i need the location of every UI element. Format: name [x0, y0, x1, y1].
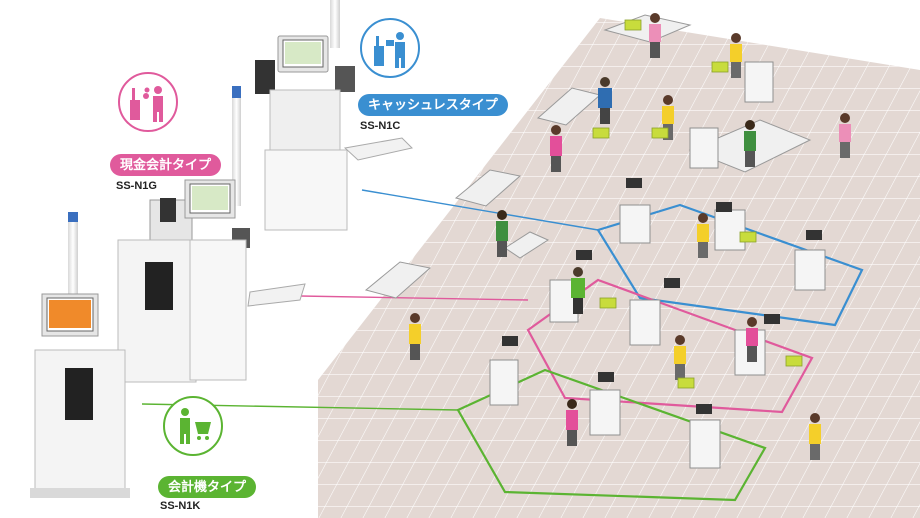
cash-connector [299, 295, 529, 301]
ss-n1g-machine [117, 179, 306, 383]
cash-zone-outline [526, 278, 814, 414]
shoppers [409, 13, 851, 460]
ss-n1c-machine [232, 0, 413, 231]
cashless-type-label: キャッシュレスタイプ [358, 94, 508, 116]
cash-model-code: SS-N1G [116, 180, 157, 192]
kiosk-model-code: SS-N1K [160, 500, 201, 512]
cash-payment-icon [118, 72, 178, 132]
floor-machines [489, 61, 826, 469]
kiosk-zone-outline [456, 368, 767, 502]
cashless-model-code: SS-N1C [360, 120, 401, 132]
cash-type-label: 現金会計タイプ [110, 154, 222, 176]
shopping-baskets [592, 19, 803, 389]
cashless-checkout-icon [360, 18, 420, 78]
kiosk-type-label: 会計機タイプ [158, 476, 257, 498]
payment-kiosk-icon [163, 396, 223, 456]
ss-n1k-machine [30, 212, 130, 498]
cashless-zone-outline [596, 203, 864, 327]
cashless-connector [361, 189, 599, 231]
floor-machine-screens [502, 178, 822, 414]
